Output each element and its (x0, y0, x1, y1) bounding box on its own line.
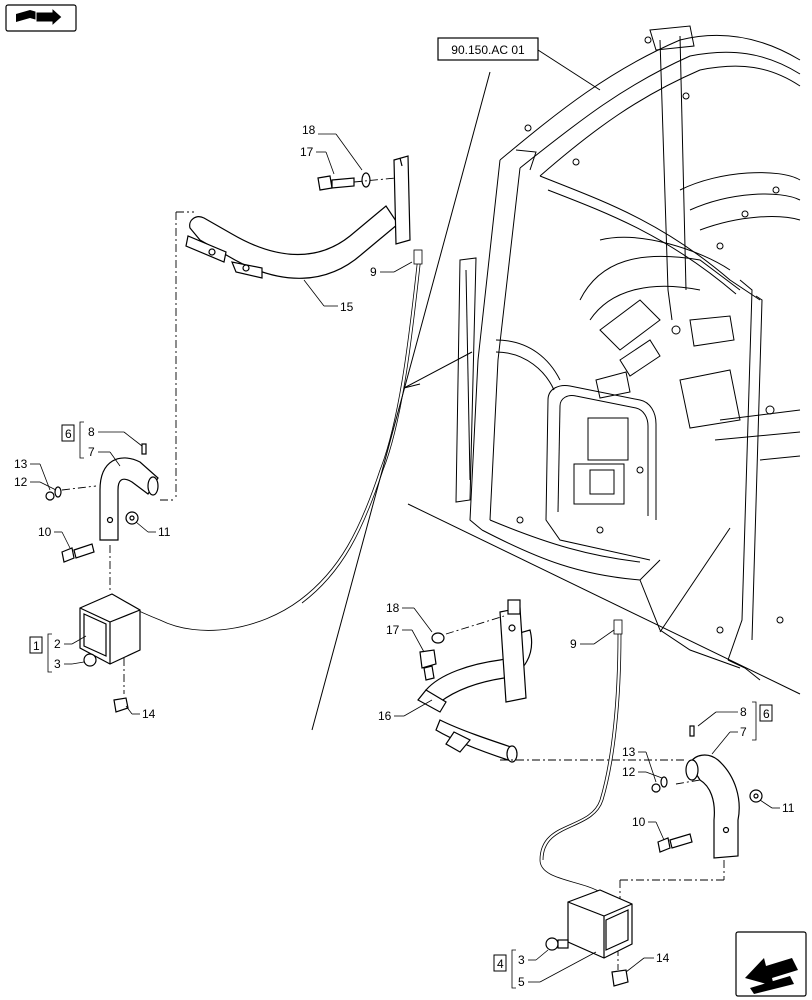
washer-12-left[interactable] (54, 486, 62, 498)
right-callouts: 18 17 9 16 8 7 6 13 12 11 10 4 3 5 14 (378, 601, 795, 989)
bulb-3-left[interactable] (83, 653, 97, 667)
callout-16: 16 (378, 709, 392, 723)
book-pointer-icon[interactable] (5, 4, 77, 32)
callout-5-right: 5 (518, 975, 525, 989)
callout-14-right: 14 (656, 951, 670, 965)
callout-9-left: 9 (370, 265, 377, 279)
washer-18-left[interactable] (361, 172, 371, 188)
callout-12-right: 12 (622, 765, 636, 779)
nut-14-right[interactable] (611, 969, 629, 987)
bolt-17-left[interactable] (317, 175, 355, 191)
reference-label: 90.150.AC 01 (451, 43, 525, 57)
callout-14-left: 14 (142, 707, 156, 721)
pin-8-left[interactable] (141, 443, 147, 455)
screw-13-right[interactable] (651, 783, 661, 793)
callout-18-left: 18 (302, 123, 316, 137)
callout-11-left: 11 (158, 525, 171, 539)
callout-18-right: 18 (386, 601, 400, 615)
callout-3-right: 3 (518, 953, 525, 967)
nut-11-left[interactable] (125, 511, 139, 525)
lamp-5-right[interactable] (567, 889, 633, 959)
callout-2-left: 2 (54, 637, 61, 651)
lamp-2-left[interactable] (79, 593, 141, 665)
callout-12-left: 12 (14, 475, 28, 489)
callout-13-left: 13 (14, 457, 28, 471)
callout-7-right: 7 (740, 725, 747, 739)
washer-12-right[interactable] (660, 776, 668, 788)
cab-frame (455, 25, 801, 681)
callout-1-left: 1 (33, 639, 40, 653)
callout-13-right: 13 (622, 745, 636, 759)
left-assembly (45, 155, 423, 713)
callout-17-left: 17 (300, 145, 314, 159)
bolt-10-left[interactable] (61, 543, 95, 563)
right-assembly (417, 599, 763, 987)
bolt-17-right[interactable] (419, 649, 437, 681)
bolt-10-right[interactable] (657, 833, 693, 853)
callout-6-right: 6 (763, 707, 770, 721)
callout-17-right: 17 (386, 623, 400, 637)
tube-7-right[interactable] (685, 754, 740, 859)
cable-9-right[interactable] (539, 619, 623, 893)
bracket-16[interactable] (417, 599, 533, 763)
pin-8-right[interactable] (689, 725, 695, 737)
callout-8-left: 8 (88, 425, 95, 439)
callout-7-left: 7 (88, 445, 95, 459)
callout-6-left: 6 (65, 427, 72, 441)
nut-11-right[interactable] (749, 789, 763, 803)
callout-3-left: 3 (54, 657, 61, 671)
cable-9-left[interactable] (115, 249, 423, 631)
callout-11-right: 11 (782, 801, 795, 815)
callout-4-right: 4 (497, 957, 504, 971)
next-page-arrow-icon[interactable] (735, 931, 807, 997)
callout-9-right: 9 (570, 637, 577, 651)
tube-7-left[interactable] (99, 457, 159, 541)
washer-18-right[interactable] (431, 632, 445, 644)
callout-10-left: 10 (38, 525, 52, 539)
detail-wedge-lines (311, 71, 801, 731)
bulb-3-right[interactable] (545, 937, 569, 951)
screw-13-left[interactable] (45, 491, 55, 501)
callout-15: 15 (340, 300, 354, 314)
reference-box[interactable]: 90.150.AC 01 (437, 37, 601, 91)
callout-10-right: 10 (632, 815, 646, 829)
bracket-15[interactable] (185, 155, 411, 279)
callout-8-right: 8 (740, 705, 747, 719)
left-callouts: 18 17 9 15 6 8 7 13 12 10 11 1 2 3 14 (14, 123, 413, 721)
nut-14-left[interactable] (113, 697, 129, 713)
